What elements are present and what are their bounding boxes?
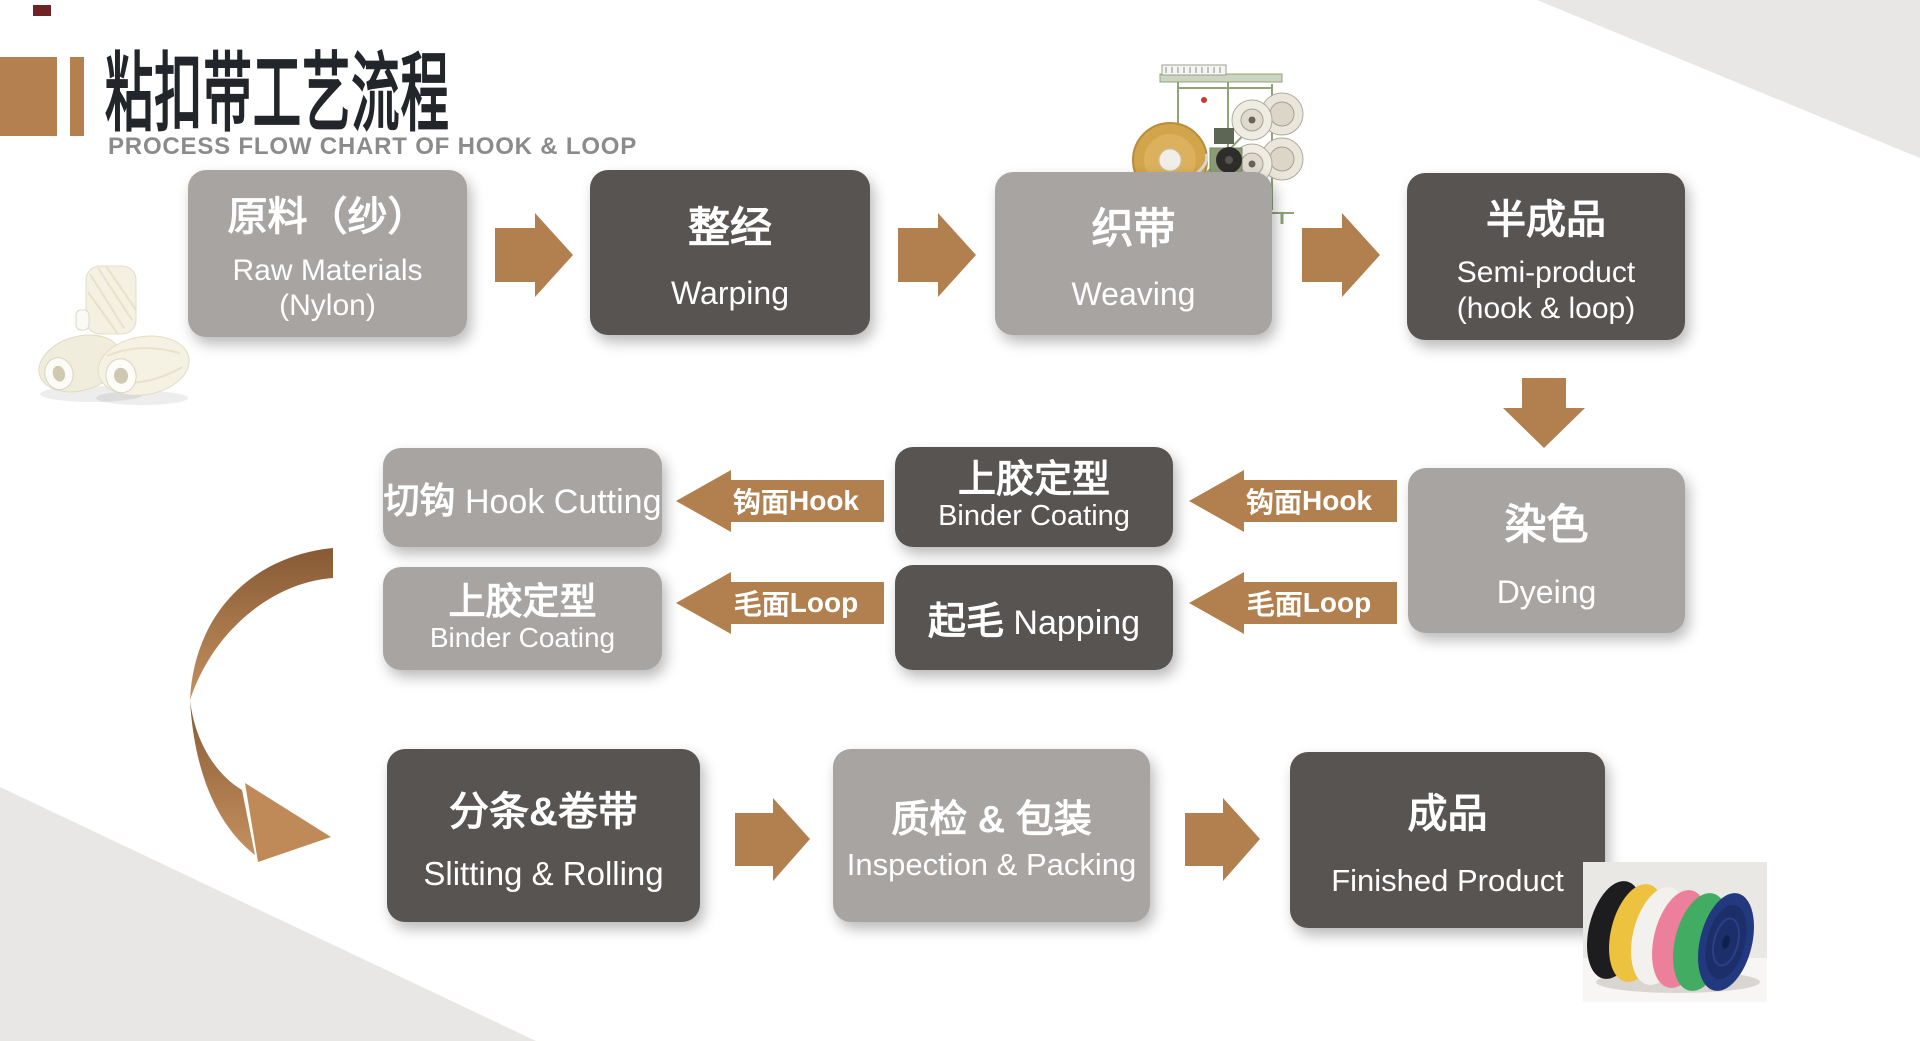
arrow-label-en: Hook	[789, 485, 859, 516]
arrow-label-zh: 毛面	[1246, 589, 1303, 620]
box-label-zh: 半成品	[1486, 198, 1606, 243]
box-label: 起毛 Napping	[928, 590, 1140, 645]
box-label-zh: 染色	[1504, 500, 1589, 548]
flow-arrow-left-icon	[676, 470, 884, 532]
flow-arrow-left-icon	[676, 572, 884, 634]
flow-arrow-down-icon	[1503, 378, 1585, 448]
flow-arrow-right-icon	[1185, 798, 1260, 881]
flow-box-raw-materials: 原料（纱） Raw Materials (Nylon)	[188, 170, 467, 337]
header-brown-square	[0, 57, 57, 136]
flow-box-binder-coating-hook: 上胶定型 Binder Coating	[895, 447, 1173, 547]
box-label-en: Weaving	[1071, 275, 1196, 312]
box-label-en2: (Nylon)	[279, 288, 376, 322]
box-label-zh: 起毛	[927, 601, 1004, 643]
box-label-en: Binder Coating	[429, 621, 616, 653]
box-label-en: Finished Product	[1331, 863, 1564, 898]
flow-box-warping: 整经 Warping	[590, 170, 870, 335]
box-label-en: Napping	[1013, 604, 1141, 642]
flow-box-semi-product: 半成品 Semi-product (hook & loop)	[1407, 173, 1685, 340]
box-label-en: Binder Coating	[938, 500, 1130, 533]
box-label-en: Slitting & Rolling	[423, 854, 664, 892]
box-label-en: Dyeing	[1496, 573, 1597, 610]
top-left-red-mark	[33, 5, 51, 16]
box-label-en: Hook Cutting	[464, 482, 662, 521]
box-label: 切钩 Hook Cutting	[383, 472, 661, 524]
box-label-zh: 上胶定型	[957, 458, 1110, 501]
flow-box-binder-coating-loop: 上胶定型 Binder Coating	[383, 567, 662, 670]
flow-arrow-right-icon	[898, 213, 976, 297]
flow-box-weaving: 织带 Weaving	[995, 172, 1272, 335]
box-label-en: Semi-product	[1456, 256, 1636, 290]
box-label-en2: (hook & loop)	[1456, 291, 1636, 325]
arrow-label-en: Hook	[1302, 485, 1372, 516]
flow-arrow-left-icon	[1189, 470, 1397, 532]
flow-arrow-left-icon	[1189, 572, 1397, 634]
flow-box-dyeing: 染色 Dyeing	[1408, 468, 1685, 633]
box-label-zh: 成品	[1407, 792, 1488, 836]
box-label-en: Warping	[671, 274, 789, 311]
curved-arrow-down-icon	[190, 548, 333, 862]
box-label-zh: 分条&卷带	[449, 789, 638, 834]
box-label-zh: 质检 & 包装	[891, 799, 1092, 841]
arrow-label-en: Loop	[1302, 587, 1372, 618]
arrow-label-zh: 钩面	[732, 487, 789, 518]
box-label-zh: 上胶定型	[448, 581, 597, 623]
flow-arrow-right-icon	[1302, 213, 1380, 297]
yarn-spools-photo	[38, 265, 190, 405]
box-label-zh: 织带	[1091, 204, 1176, 252]
header-brown-bar	[70, 57, 84, 136]
top-right-triangle-decoration	[1537, 0, 1920, 158]
flow-arrow-right-icon	[735, 798, 810, 881]
arrow-label-en: Loop	[789, 587, 859, 618]
box-label-en: Inspection & Packing	[846, 847, 1137, 882]
arrow-label-zh: 毛面	[733, 589, 790, 620]
flow-box-slitting-rolling: 分条&卷带 Slitting & Rolling	[387, 749, 700, 922]
flow-box-finished-product: 成品 Finished Product	[1290, 752, 1605, 928]
flow-box-inspection-packing: 质检 & 包装 Inspection & Packing	[833, 749, 1150, 922]
box-label-en: Raw Materials	[232, 254, 423, 287]
box-label-zh: 原料（纱）	[227, 195, 428, 239]
flow-box-napping: 起毛 Napping	[895, 565, 1173, 670]
box-label-zh: 整经	[687, 203, 772, 251]
page-subtitle: PROCESS FLOW CHART OF HOOK & LOOP	[108, 133, 638, 160]
box-label-zh: 切钩	[383, 479, 456, 521]
page-title: 粘扣带工艺流程	[105, 46, 450, 142]
flow-arrow-right-icon	[495, 213, 573, 297]
colorful-hook-loop-tape-rolls-photo	[1583, 862, 1767, 1002]
flow-box-hook-cutting: 切钩 Hook Cutting	[383, 448, 662, 547]
arrow-label-zh: 钩面	[1245, 487, 1302, 518]
